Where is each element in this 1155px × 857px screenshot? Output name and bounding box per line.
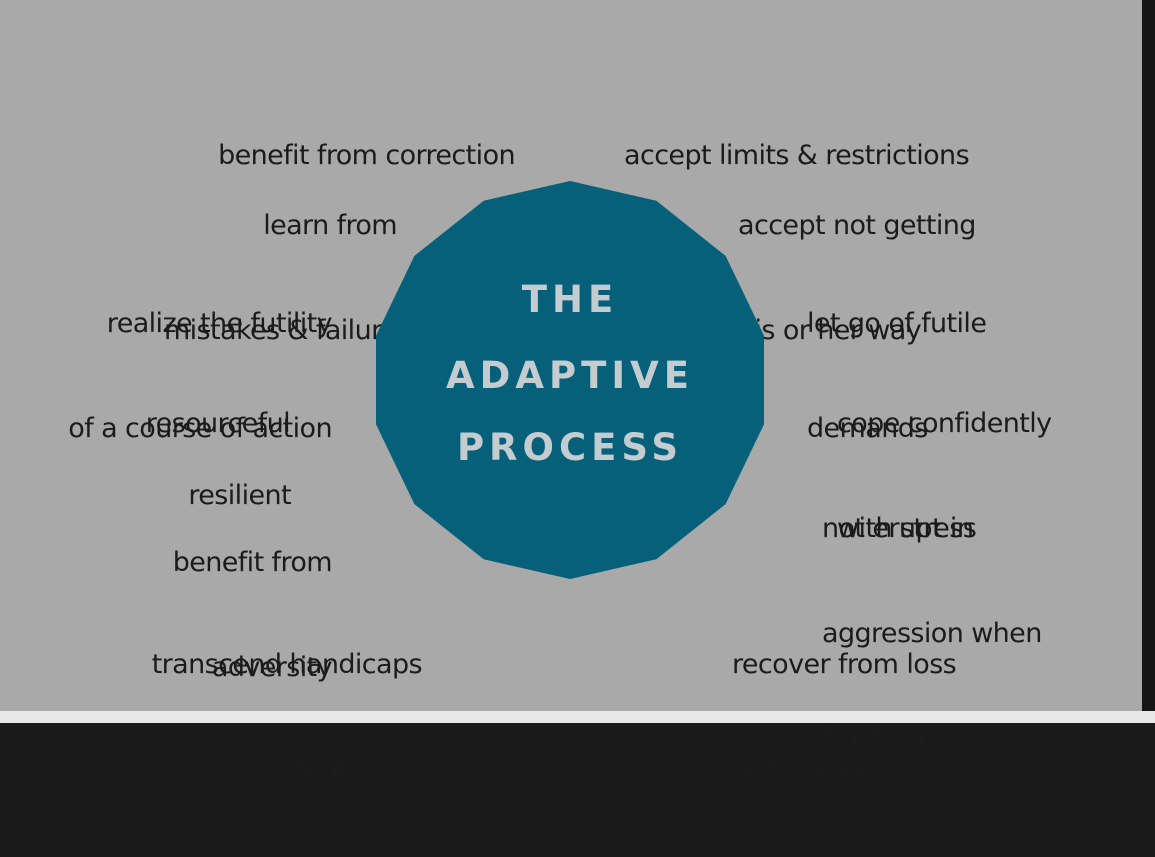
- phrase-line: demands: [807, 413, 928, 444]
- frame-bottom-edge: [0, 711, 1155, 723]
- phrase-line: & disabilities: [257, 754, 423, 785]
- phrase-line: learn from: [263, 210, 397, 241]
- title-the: THE: [521, 278, 619, 321]
- phrase-resourceful: resourceful: [145, 336, 291, 511]
- phrase-line: cope confidently: [837, 408, 1052, 439]
- phrase-line: with stress: [837, 513, 977, 544]
- phrase-accept-limits: accept limits & restrictions: [624, 68, 970, 243]
- phrase-realize-futility: realize the futility of a course of acti…: [68, 236, 332, 516]
- phrase-line: benefit from correction: [218, 140, 516, 171]
- phrase-line: or trauma: [732, 754, 862, 785]
- phrase-line: accept limits & restrictions: [624, 140, 970, 171]
- phrase-benefit-from-correction: benefit from correction: [218, 68, 516, 243]
- phrase-line: let go of futile: [807, 308, 987, 339]
- title-adaptive: ADAPTIVE: [445, 354, 695, 397]
- phrase-benefit-from-adversity: benefit from adversity: [172, 475, 333, 755]
- phrase-line: accept not getting: [738, 210, 976, 241]
- phrase-resilient: resilient: [188, 408, 291, 583]
- phrase-cope-with-stress: cope confidently with stress: [837, 336, 1052, 616]
- phrase-line: benefit from: [172, 547, 333, 578]
- phrase-line: transcend handicaps: [151, 649, 423, 680]
- phrase-line: not erupt in: [822, 513, 974, 544]
- phrase-line: resourceful: [145, 408, 291, 439]
- phrase-line: resilient: [188, 480, 291, 511]
- phrase-line: adversity: [211, 652, 333, 683]
- frame-right-edge: [1142, 0, 1155, 723]
- center-polygon: [376, 181, 764, 579]
- phrase-line: aggression when: [822, 618, 1042, 649]
- diagram-canvas: benefit from correction learn from mista…: [0, 0, 1142, 711]
- polygon-shape: [376, 181, 764, 579]
- phrase-line: realize the futility: [106, 308, 333, 339]
- phrase-line: recover from loss: [732, 649, 957, 680]
- phrase-let-go-futile-demands: let go of futile demands: [807, 236, 987, 516]
- title-process: PROCESS: [456, 426, 684, 469]
- phrase-line: of a course of action: [68, 413, 332, 444]
- phrase-accept-not-getting-way: accept not getting his or her way: [738, 138, 976, 418]
